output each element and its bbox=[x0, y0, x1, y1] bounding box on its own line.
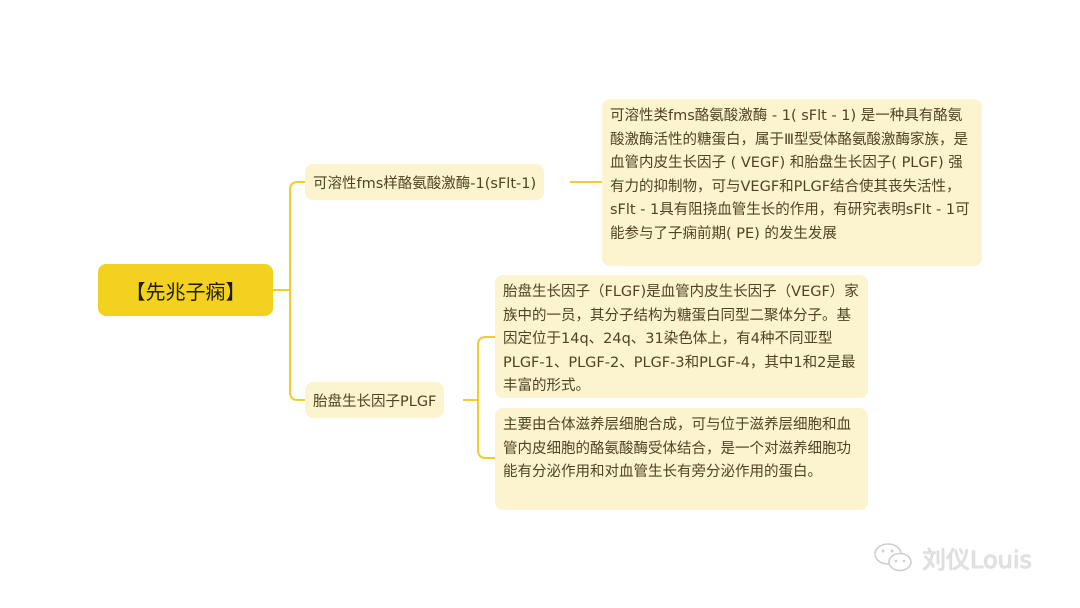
root-label: 【先兆子痫】 bbox=[125, 279, 246, 304]
connector-root-branches bbox=[289, 181, 305, 401]
branch-label: 胎盘生长因子PLGF bbox=[313, 393, 437, 410]
leaf-node-sflt1-detail[interactable]: 可溶性类fms酪氨酸激酶 - 1( sFlt - 1) 是一种具有酪氨酸激酶活性… bbox=[602, 99, 982, 266]
branch-label: 可溶性fms样酪氨酸激酶-1(sFlt-1) bbox=[313, 175, 537, 192]
leaf-node-plgf-detail-1[interactable]: 胎盘生长因子（FLGF)是血管内皮生长因子（VEGF）家族中的一员，其分子结构为… bbox=[495, 275, 868, 398]
branch-node-sflt1[interactable]: 可溶性fms样酪氨酸激酶-1(sFlt-1) bbox=[305, 164, 545, 200]
wechat-icon bbox=[874, 542, 912, 571]
leaf-node-plgf-detail-2[interactable]: 主要由合体滋养层细胞合成，可与位于滋养层细胞和血管内皮细胞的酪氨酸酶受体结合，是… bbox=[495, 408, 868, 510]
leaf-text: 胎盘生长因子（FLGF)是血管内皮生长因子（VEGF）家族中的一员，其分子结构为… bbox=[503, 284, 859, 394]
leaf-text: 主要由合体滋养层细胞合成，可与位于滋养层细胞和血管内皮细胞的酪氨酸酶受体结合，是… bbox=[503, 417, 851, 480]
leaf-text: 可溶性类fms酪氨酸激酶 - 1( sFlt - 1) 是一种具有酪氨酸激酶活性… bbox=[610, 108, 970, 242]
connector-branch2-leaves bbox=[477, 336, 495, 459]
root-node[interactable]: 【先兆子痫】 bbox=[98, 264, 273, 316]
watermark: 刘仪Louis bbox=[872, 540, 1032, 575]
branch-node-plgf[interactable]: 胎盘生长因子PLGF bbox=[305, 382, 445, 418]
watermark-text: 刘仪Louis bbox=[922, 546, 1033, 574]
